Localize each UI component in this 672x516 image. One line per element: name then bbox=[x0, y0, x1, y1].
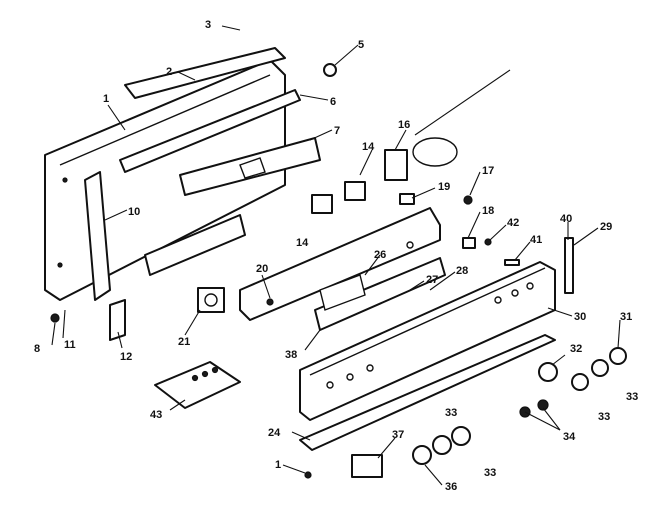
callout-36: 36 bbox=[445, 481, 457, 493]
part-41 bbox=[504, 259, 520, 266]
callout-12: 12 bbox=[120, 351, 132, 363]
part-42 bbox=[484, 238, 492, 246]
callout-17: 17 bbox=[482, 165, 494, 177]
callout-38: 38 bbox=[285, 349, 297, 361]
callout-41: 41 bbox=[530, 234, 542, 246]
rod-bracket bbox=[119, 89, 301, 173]
callout-33-b: 33 bbox=[626, 391, 638, 403]
screw-8 bbox=[50, 313, 60, 323]
callout-6: 6 bbox=[330, 96, 336, 108]
callout-34: 34 bbox=[563, 431, 576, 443]
callout-19: 19 bbox=[438, 181, 450, 193]
knob-32 bbox=[538, 362, 558, 382]
callout-1-bottom: 1 bbox=[275, 459, 281, 471]
part-5 bbox=[323, 63, 337, 77]
switch-37 bbox=[351, 454, 383, 478]
callout-20: 20 bbox=[256, 263, 268, 275]
callout-16: 16 bbox=[398, 119, 410, 131]
callout-2: 2 bbox=[166, 66, 172, 78]
callout-3: 3 bbox=[205, 19, 211, 31]
control-panel-assembly bbox=[239, 207, 446, 331]
switch-21 bbox=[197, 287, 225, 313]
part-1b bbox=[304, 471, 312, 479]
selector-knob-14a bbox=[311, 194, 333, 214]
lower-rail bbox=[144, 214, 246, 276]
callout-7: 7 bbox=[334, 125, 340, 137]
end-cap bbox=[564, 237, 574, 294]
callout-29: 29 bbox=[600, 221, 612, 233]
callout-27: 27 bbox=[426, 274, 438, 286]
callout-28: 28 bbox=[456, 265, 468, 277]
part-18 bbox=[462, 237, 476, 249]
leader-lines bbox=[51, 25, 621, 486]
callout-24: 24 bbox=[268, 427, 281, 439]
selector-knob-14b bbox=[344, 181, 366, 201]
callout-33-c: 33 bbox=[445, 407, 457, 419]
callout-14-top: 14 bbox=[362, 141, 375, 153]
side-bracket bbox=[84, 171, 111, 301]
part-17 bbox=[463, 195, 473, 205]
callout-30: 30 bbox=[574, 311, 586, 323]
callout-labels: 3 2 1 5 6 7 10 8 11 12 14 14 16 17 18 19… bbox=[34, 19, 638, 493]
callout-37: 37 bbox=[392, 429, 404, 441]
ring-33-a bbox=[571, 373, 589, 391]
mid-bracket bbox=[179, 137, 321, 196]
callout-8: 8 bbox=[34, 343, 40, 355]
callout-31: 31 bbox=[620, 311, 632, 323]
callout-42: 42 bbox=[507, 217, 519, 229]
top-trim-strip bbox=[124, 47, 286, 99]
part-19 bbox=[399, 193, 415, 205]
callout-5: 5 bbox=[358, 39, 364, 51]
callout-18: 18 bbox=[482, 205, 494, 217]
thermostat-16 bbox=[384, 69, 511, 181]
callout-26: 26 bbox=[374, 249, 386, 261]
control-plate-43 bbox=[154, 361, 241, 409]
small-bracket bbox=[109, 299, 126, 341]
ring-33-b bbox=[591, 359, 609, 377]
ring-33-c bbox=[432, 435, 452, 455]
callout-11: 11 bbox=[64, 339, 76, 351]
callout-10: 10 bbox=[128, 206, 140, 218]
ring-33-d bbox=[451, 426, 471, 446]
callout-14-left: 14 bbox=[296, 237, 309, 249]
callout-1-top: 1 bbox=[103, 93, 109, 105]
callout-43: 43 bbox=[150, 409, 162, 421]
ring-31 bbox=[609, 347, 627, 365]
callout-33-d: 33 bbox=[484, 467, 496, 479]
callout-32: 32 bbox=[570, 343, 582, 355]
bottom-trim bbox=[299, 334, 556, 451]
callout-21: 21 bbox=[178, 336, 190, 348]
callout-33-a: 33 bbox=[598, 411, 610, 423]
callout-40: 40 bbox=[560, 213, 572, 225]
ring-36 bbox=[412, 445, 432, 465]
